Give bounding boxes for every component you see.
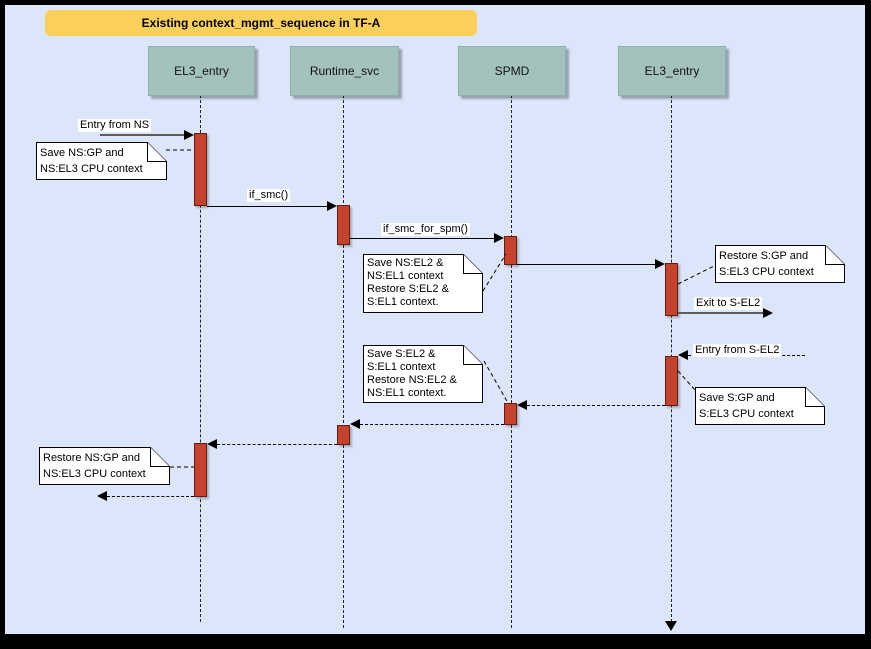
lifeline-end-arrow-icon [665,621,677,631]
arrowhead-exit-to-ns-return [97,491,107,501]
arrowhead-entry-from-s-el2 [678,350,688,360]
message-label-exit-to-s-el2: Exit to S-EL2 [694,297,763,310]
note-restore-ns-gp: Restore NS:GP and NS:EL3 CPU context [39,447,170,485]
note-shape-icon [363,254,483,313]
message-line-runtime-to-el3-return [217,444,337,445]
message-label-entry-from-ns: Entry from NS [78,119,152,132]
lifeline-header-runtime-svc: Runtime_svc [290,46,399,96]
lifeline-el3-entry-1 [200,95,201,622]
note-shape-icon [39,447,170,485]
note-text: Restore NS:GP and NS:EL3 CPU context [43,452,146,480]
note-text: Save NS:EL2 & NS:EL1 context Restore S:E… [367,257,449,308]
message-label-entry-from-s-el2: Entry from S-EL2 [693,344,782,357]
note-shape-icon [363,345,483,403]
message-line-spmd-to-runtime-return [360,424,504,425]
note-restore-s-gp: Restore S:GP and S:EL3 CPU context [715,245,845,283]
activation-runtime-svc-first [337,205,350,245]
diagram-background [5,5,865,634]
lifeline-header-spmd: SPMD [458,46,566,96]
lifeline-runtime-svc [343,95,344,628]
arrowhead-el3-to-spmd-return [517,400,527,410]
note-save-s-gp: Save S:GP and S:EL3 CPU context [695,387,825,425]
diagram-title: Existing context_mgmt_sequence in TF-A [45,10,477,36]
message-label-if-smc-for-spm: if_smc_for_spm() [381,223,470,236]
arrowhead-spmd-to-el3 [655,259,665,269]
note-save-ns-gp: Save NS:GP and NS:EL3 CPU context [36,142,167,180]
lifeline-spmd [511,95,512,628]
arrowhead-runtime-to-el3-return [207,439,217,449]
activation-runtime-svc-second [337,425,350,445]
activation-el3-entry-2-first [665,263,678,316]
message-line-if-smc-for-spm [350,238,495,239]
arrowhead-exit-to-s-el2 [763,308,773,318]
note-shape-icon [36,142,167,180]
message-line-entry-from-ns [100,134,185,136]
note-shape-icon [695,387,825,425]
message-line-spmd-to-el3 [517,264,656,265]
note-save-ns-el2: Save NS:EL2 & NS:EL1 context Restore S:E… [363,254,483,313]
message-line-if-smc [207,206,328,207]
note-shape-icon [715,245,845,283]
activation-el3-entry-1-second [194,443,207,497]
lifeline-header-el3-entry-1: EL3_entry [148,46,255,96]
activation-spmd-second [504,403,517,425]
message-line-exit-to-s-el2 [678,312,764,314]
note-text: Restore S:GP and S:EL3 CPU context [719,250,814,278]
note-text: Save NS:GP and NS:EL3 CPU context [40,147,143,175]
activation-spmd-first [504,236,517,265]
activation-el3-entry-2-second [665,356,678,406]
arrowhead-spmd-to-runtime-return [350,419,360,429]
arrowhead-if-smc [327,201,337,211]
message-line-el3-to-spmd-return [527,405,665,406]
arrowhead-if-smc-for-spm [494,233,504,243]
activation-el3-entry-1-first [194,133,207,206]
arrowhead-entry-from-ns [184,130,194,140]
note-save-s-el2: Save S:EL2 & S:EL1 context Restore NS:EL… [363,345,483,403]
note-text: Save S:GP and S:EL3 CPU context [699,392,794,420]
note-text: Save S:EL2 & S:EL1 context Restore NS:EL… [367,348,457,399]
message-label-if-smc: if_smc() [247,189,291,202]
lifeline-header-el3-entry-2: EL3_entry [618,46,726,96]
message-line-exit-to-ns-return [107,496,194,497]
